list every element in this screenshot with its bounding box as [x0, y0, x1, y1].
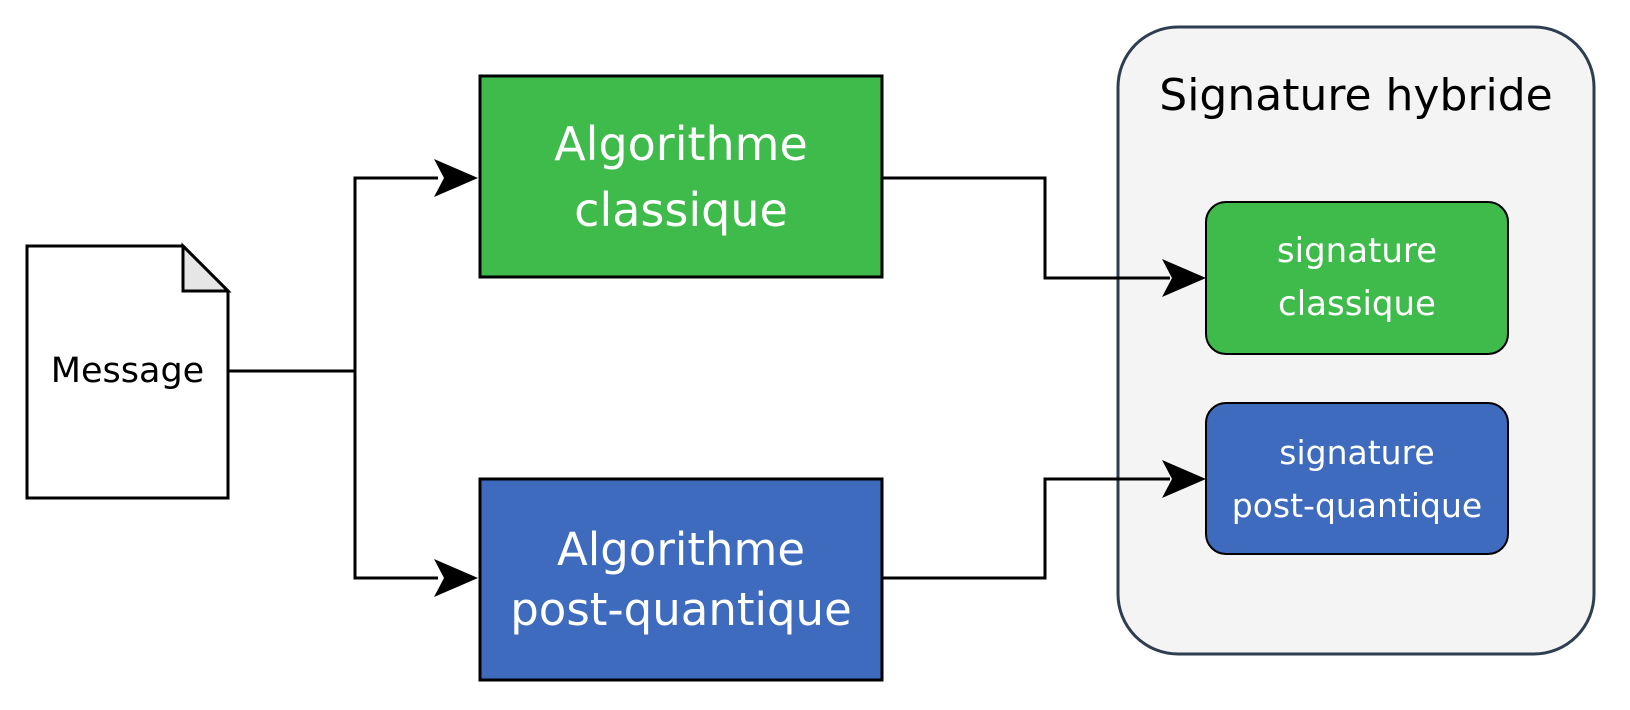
connector-message-to-post-quantum — [353, 371, 438, 580]
arrowhead-to-classic-signature — [1162, 259, 1206, 297]
classic-algorithm-box — [478, 74, 884, 279]
arrowhead-to-post-quantum-signature — [1162, 460, 1206, 498]
post-quantum-signature-box — [1205, 402, 1509, 555]
connector-message-to-classic — [228, 176, 438, 373]
post-quantum-algorithm-box — [478, 477, 884, 682]
document-fold-corner — [181, 242, 232, 293]
message-document-icon — [25, 244, 230, 500]
arrowhead-to-classic-algorithm — [434, 159, 478, 197]
connector-classic-to-signature — [882, 176, 1170, 280]
classic-signature-box — [1205, 201, 1509, 355]
arrowhead-to-post-quantum-algorithm — [434, 559, 478, 597]
connector-post-quantum-to-signature — [882, 477, 1170, 580]
